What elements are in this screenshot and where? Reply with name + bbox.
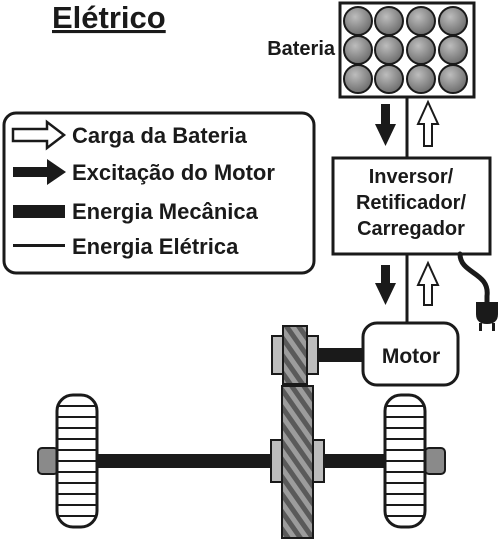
hollow-arrow-icon: [11, 119, 67, 151]
battery: Bateria: [267, 1, 476, 99]
solid-arrow-down-icon: [375, 265, 396, 305]
legend-label-motor-excitation: Excitação do Motor: [72, 160, 275, 185]
legend-label-mechanical-energy: Energia Mecânica: [72, 199, 259, 224]
hollow-arrow-up-icon: [416, 99, 440, 147]
motor-label: Motor: [382, 345, 440, 368]
battery-cells: [343, 6, 468, 94]
thin-line-icon: [13, 244, 65, 247]
motor-shaft: [318, 348, 364, 362]
legend-label-battery-charge: Carga da Bateria: [72, 123, 248, 148]
battery-label: Bateria: [267, 38, 336, 60]
pinion-gear: [271, 325, 319, 385]
axle: [80, 454, 385, 468]
page-title: Elétrico: [52, 0, 166, 35]
charging-plug-icon: [457, 251, 498, 331]
axle-gear: [270, 385, 325, 539]
inverter-label-line2: Retificador/: [356, 192, 466, 214]
hollow-arrow-up-icon: [416, 260, 440, 306]
legend: Carga da Bateria Excitação do Motor Ener…: [2, 111, 316, 275]
right-wheel: [383, 393, 446, 529]
left-wheel: [37, 393, 99, 529]
solid-arrow-icon: [13, 159, 66, 185]
motor-box: Motor: [361, 321, 460, 387]
thick-bar-icon: [13, 205, 65, 218]
inverter-box: Inversor/ Retificador/ Carregador: [331, 156, 492, 256]
inverter-label-line3: Carregador: [357, 218, 465, 240]
legend-box: [2, 111, 316, 275]
solid-arrow-down-icon: [375, 104, 396, 146]
legend-label-electric-energy: Energia Elétrica: [72, 234, 239, 259]
inverter-label-line1: Inversor/: [369, 166, 454, 188]
